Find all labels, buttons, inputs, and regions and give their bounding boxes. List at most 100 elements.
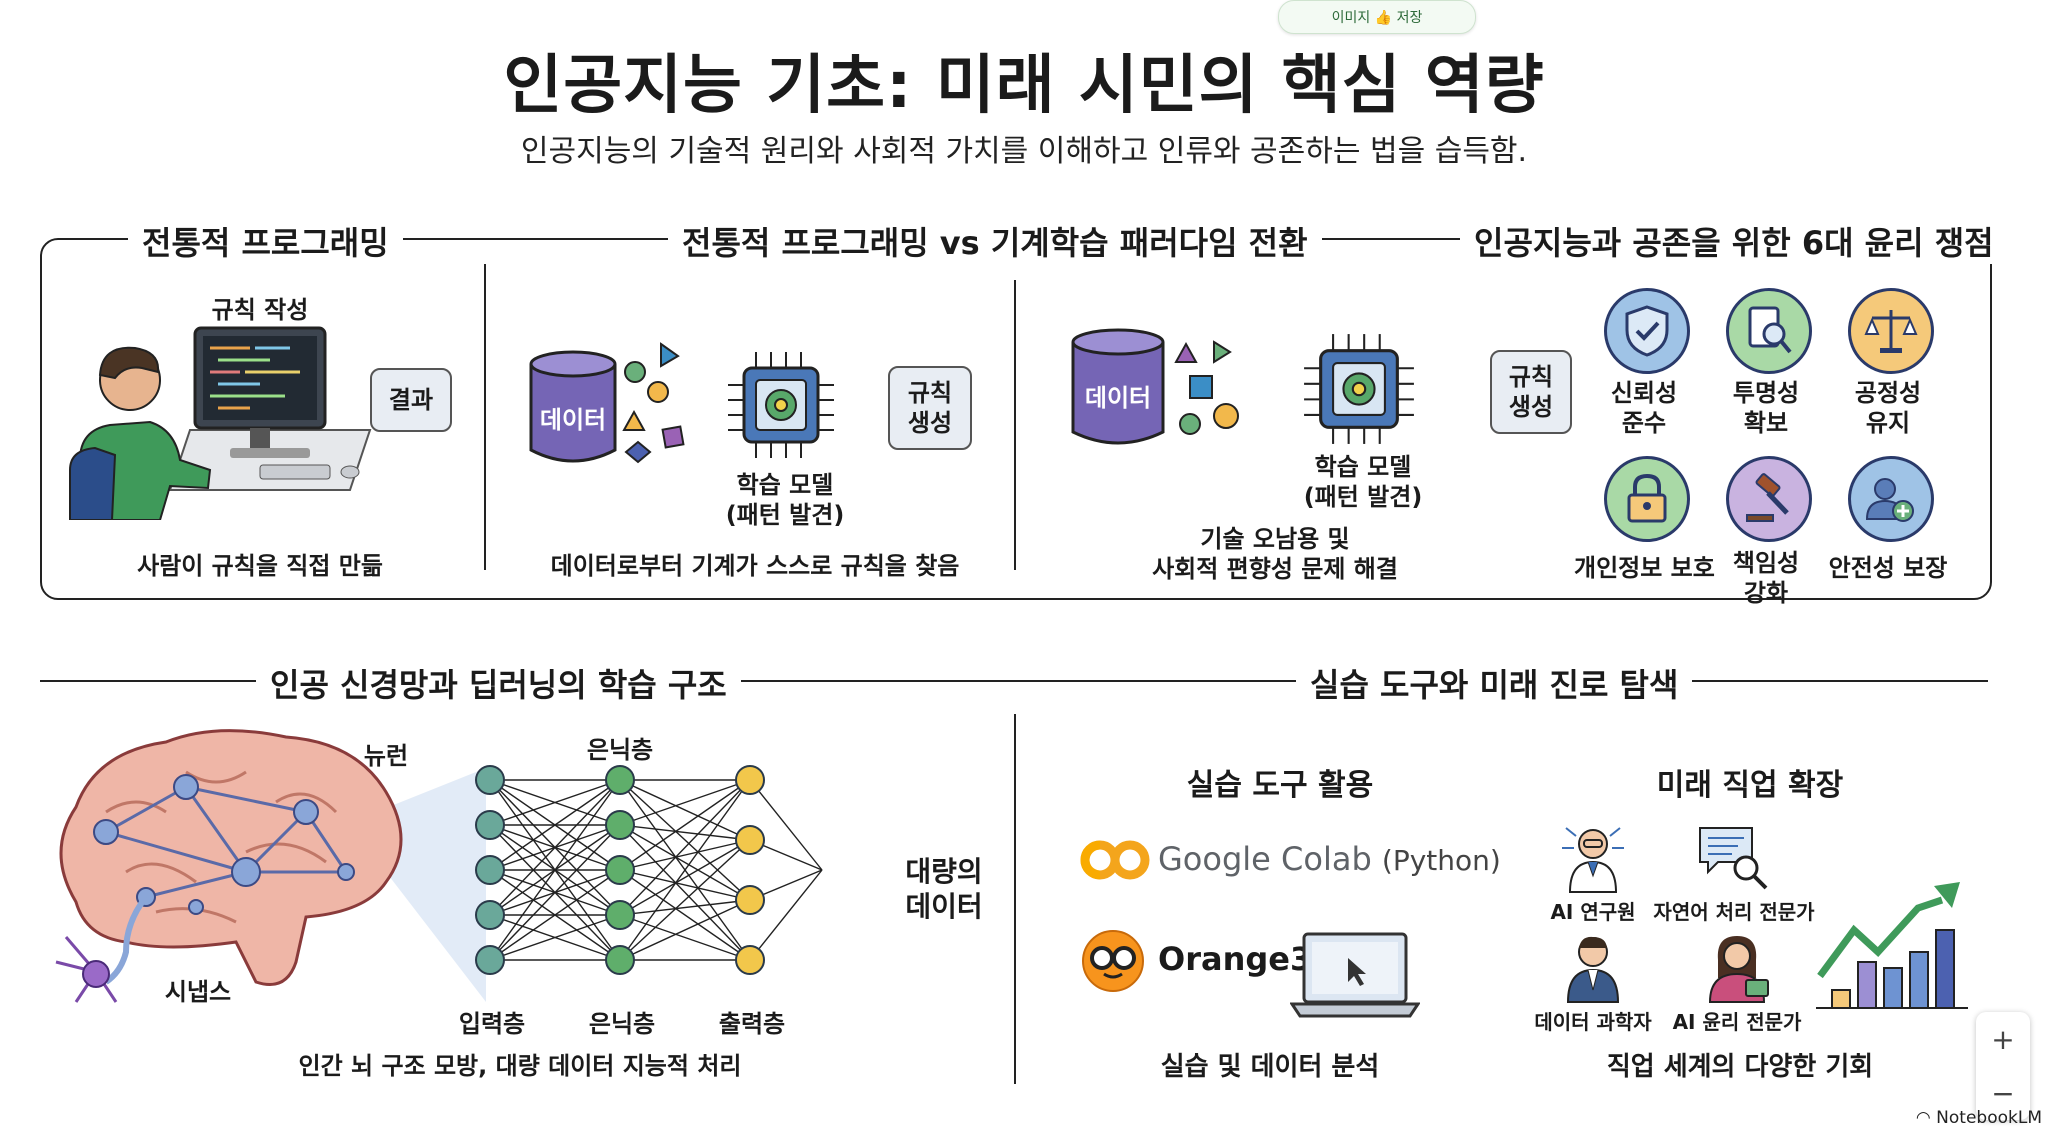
nn-caption: 인간 뇌 구조 모방, 대량 데이터 지능적 처리 (298, 1052, 742, 1080)
colab-name: Google Colab (Python) (1158, 840, 1501, 878)
tools-title: 실습 도구 활용 (1186, 768, 1374, 803)
big-data-label: 대량의 데이터 (905, 855, 983, 923)
nn-edge (619, 779, 751, 826)
nn-node (475, 900, 505, 930)
nn-edge (749, 869, 823, 961)
section-head-ethics: 인공지능과 공존을 위한 6대 윤리 쟁점 (1460, 218, 2008, 264)
nn-edge (619, 779, 751, 841)
nn-edge (489, 779, 621, 961)
gavel-icon (1726, 456, 1812, 542)
careers-title: 미래 직업 확장 (1656, 768, 1844, 803)
divider (484, 264, 486, 570)
ethics-label: 안전성 보장 (1828, 554, 1948, 582)
colab-logo-icon (1080, 840, 1150, 880)
nn-edge (619, 839, 751, 916)
shapes-icon (1174, 340, 1239, 435)
nn-edge (619, 779, 751, 901)
programmer-illustration (69, 326, 372, 520)
neural-network-diagram (475, 765, 823, 975)
section-head-neural: 인공 신경망과 딥러닝의 학습 구조 (256, 660, 741, 706)
ml-caption: 데이터로부터 기계가 스스로 규칙을 찾음 (550, 552, 960, 580)
brain-illustration (55, 729, 486, 1003)
nn-node (735, 945, 765, 975)
nn-edge (489, 869, 621, 961)
nn-edge (619, 839, 751, 961)
nn-edge (619, 779, 751, 916)
zoom-in-button[interactable]: + (1991, 1022, 2015, 1056)
ethics-label: 신뢰성 준수 (1610, 379, 1678, 437)
padlock-icon (1604, 456, 1690, 542)
nn-node (605, 765, 635, 795)
nn-edge (619, 824, 751, 901)
shield-check-icon (1604, 288, 1690, 374)
data-label: 데이터 (1084, 384, 1152, 412)
rule-generation-box: 규칙 생성 (1490, 350, 1572, 434)
nn-edge (619, 779, 751, 961)
misuse-caption: 기술 오남용 및 사회적 편향성 문제 해결 (1152, 525, 1398, 583)
brand-label: NotebookLM (1936, 1108, 2042, 1128)
nn-edge (619, 914, 751, 961)
nn-node (605, 945, 635, 975)
nn-node (475, 765, 505, 795)
hidden-layer-label: 은닉층 (588, 1010, 656, 1038)
colab-label: Google Colab (1158, 840, 1372, 878)
nn-node (735, 765, 765, 795)
ethics-label: 공정성 유지 (1854, 379, 1922, 437)
traditional-caption: 사람이 규칙을 직접 만듦 (137, 552, 383, 580)
nn-edge (489, 779, 621, 916)
save-image-button[interactable]: 이미지 👍 저장 (1278, 0, 1476, 34)
nn-node (605, 810, 635, 840)
growth-chart-icon (1816, 882, 1968, 1009)
chip-gear-icon (1304, 334, 1414, 444)
page-title: 인공지능 기초: 미래 시민의 핵심 역량 (503, 49, 1545, 123)
nlp-chat-search-icon (1699, 827, 1768, 890)
nn-node (475, 945, 505, 975)
section-head-paradigm: 전통적 프로그래밍 vs 기계학습 패러다임 전환 (668, 218, 1322, 264)
nn-edge (619, 899, 751, 961)
divider (1014, 714, 1016, 1084)
nn-edge (619, 869, 751, 961)
nn-edge (749, 779, 823, 871)
nn-edge (489, 914, 621, 961)
career-label: AI 윤리 전문가 (1672, 1010, 1802, 1034)
section-head-tools: 실습 도구와 미래 진로 탐색 (1296, 660, 1693, 706)
ethics-label: 투명성 확보 (1732, 379, 1800, 437)
user-plus-icon (1848, 456, 1934, 542)
orange3-name: Orange3 (1158, 940, 1313, 978)
career-label: AI 연구원 (1550, 900, 1636, 924)
nn-edge (619, 779, 751, 871)
synapse-label: 시냅스 (164, 978, 232, 1006)
ai-researcher-icon (1562, 827, 1624, 893)
notebooklm-icon: ◠ (1915, 1108, 1937, 1128)
divider (40, 680, 1988, 682)
nn-edge (489, 824, 621, 961)
nn-edge (619, 899, 751, 916)
career-label: 자연어 처리 전문가 (1653, 900, 1815, 924)
careers-caption: 직업 세계의 다양한 기회 (1606, 1052, 1874, 1082)
career-label: 데이터 과학자 (1534, 1010, 1652, 1034)
nn-node (475, 810, 505, 840)
zoom-control: + − (1976, 1012, 2030, 1120)
nn-node (605, 855, 635, 885)
chip-gear-icon (728, 352, 834, 458)
misuse-model-label: 학습 모델 (패턴 발견) (1303, 453, 1423, 511)
ethics-label: 개인정보 보호 (1574, 554, 1715, 582)
data-cylinder-icon (529, 350, 617, 463)
orange3-logo-icon (1082, 930, 1144, 992)
colab-suffix: (Python) (1381, 844, 1501, 877)
nn-edge (619, 824, 751, 961)
nn-edge (619, 839, 751, 871)
shapes-icon (622, 342, 685, 464)
nn-node (475, 855, 505, 885)
nn-node (735, 825, 765, 855)
zoom-out-button[interactable]: − (1991, 1076, 2015, 1110)
hidden-layer-top-label: 은닉층 (586, 736, 654, 764)
ml-model-label: 학습 모델 (패턴 발견) (725, 471, 845, 529)
neuron-label: 뉴런 (363, 742, 409, 770)
ethics-label: 책임성 강화 (1732, 549, 1800, 607)
nn-node (735, 885, 765, 915)
scales-icon (1848, 288, 1934, 374)
magnify-document-icon (1726, 288, 1812, 374)
tools-caption: 실습 및 데이터 분석 (1160, 1052, 1380, 1082)
brand-logo: ◠ NotebookLM (1916, 1108, 2042, 1128)
